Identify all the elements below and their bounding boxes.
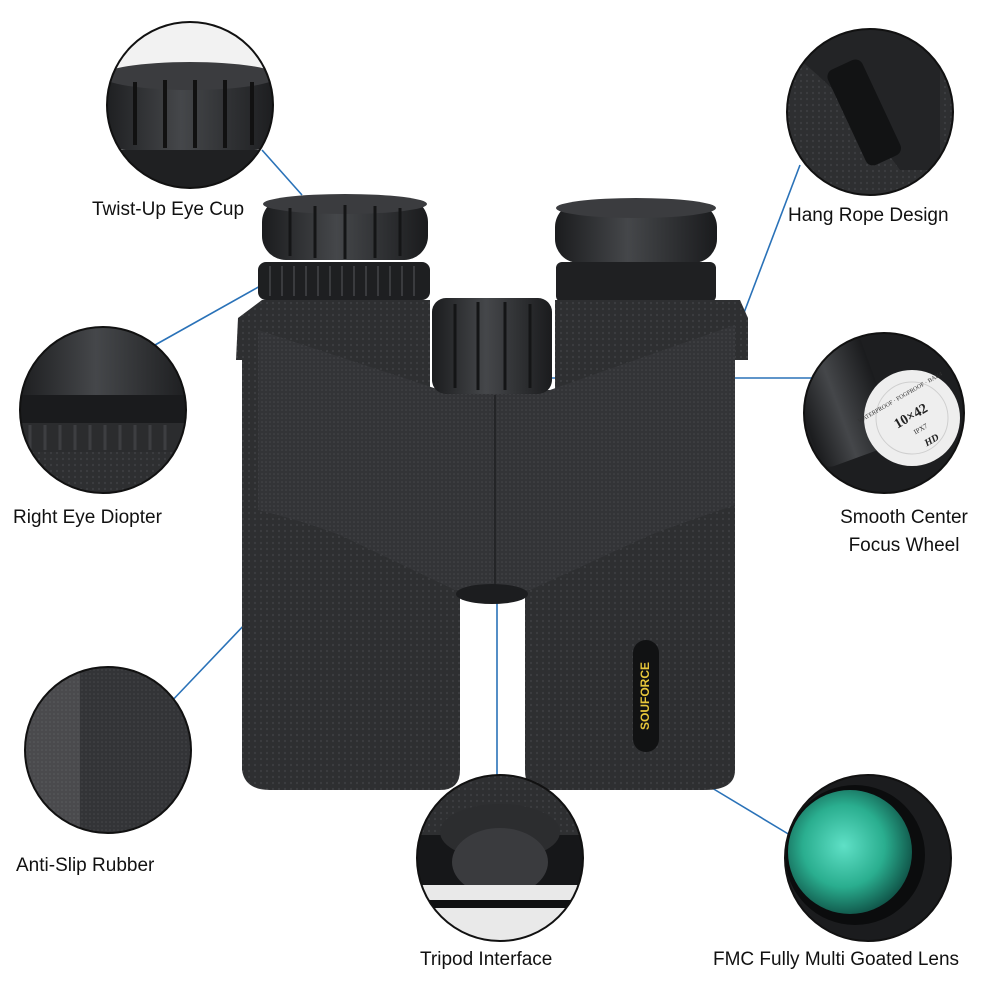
label-tripod-interface: Tripod Interface: [420, 949, 553, 970]
binoculars: SOUFORCE: [236, 194, 748, 790]
brand-logo: SOUFORCE: [638, 662, 652, 730]
rubber-texture-closeup: [24, 666, 192, 834]
tripod-socket-closeup: [416, 774, 584, 942]
focus-wheel-closeup: 10×42 IPX7 HD WATERPROOF · FOGPROOF · BA…: [803, 332, 965, 494]
label-focus-wheel: Focus Wheel: [848, 535, 960, 556]
hang-rope-closeup: [786, 28, 954, 196]
label-hang-rope-design: Hang Rope Design: [788, 205, 949, 226]
lens-closeup: [784, 774, 952, 942]
label-right-eye-diopter: Right Eye Diopter: [13, 507, 162, 528]
diopter-closeup: [19, 326, 187, 494]
label-smooth-center: Smooth Center: [840, 507, 968, 528]
label-twist-up-eye-cup: Twist-Up Eye Cup: [92, 199, 245, 220]
label-fmc-lens: FMC Fully Multi Goated Lens: [713, 949, 960, 970]
label-anti-slip-rubber: Anti-Slip Rubber: [16, 855, 155, 876]
eye-cup-closeup: [106, 21, 274, 189]
